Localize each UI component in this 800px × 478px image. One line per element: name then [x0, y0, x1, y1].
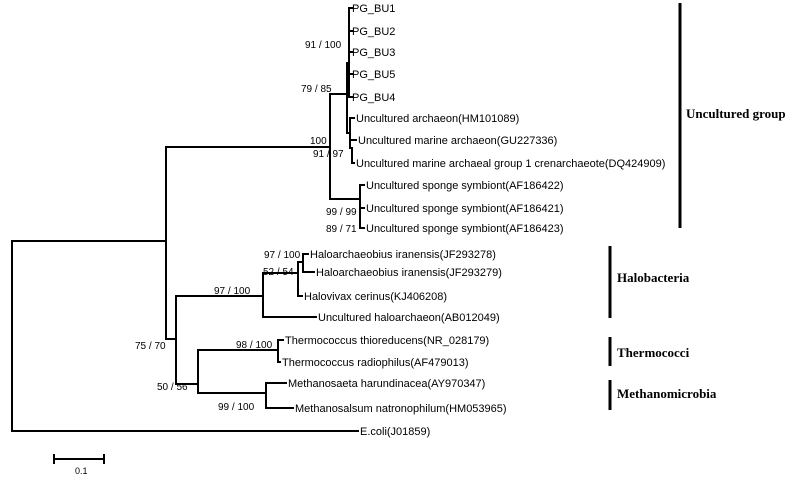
- group-annotations: Uncultured group Halobacteria Thermococc…: [608, 3, 786, 410]
- support-label: 89 / 71: [326, 224, 357, 235]
- taxon-hm101089: Uncultured archaeon(HM101089): [356, 113, 519, 125]
- support-label: 91 / 100: [305, 40, 342, 51]
- taxon-nr028179: Thermococcus thioreducens(NR_028179): [285, 335, 489, 347]
- scale-bar: 0.1: [53, 454, 105, 476]
- tree-branches: [11, 7, 365, 432]
- taxon-hm053965: Methanosalsum natronophilum(HM053965): [295, 403, 507, 415]
- support-label: 100: [310, 136, 327, 147]
- group-label-uncultured: Uncultured group: [686, 106, 786, 121]
- taxon-j01859: E.coli(J01859): [360, 426, 430, 438]
- taxon-ay970347: Methanosaeta harundinacea(AY970347): [288, 378, 485, 390]
- group-label-halobacteria: Halobacteria: [617, 270, 690, 285]
- taxon-dq424909: Uncultured marine archaeal group 1 crena…: [356, 158, 665, 170]
- support-label: 98 / 100: [236, 340, 273, 351]
- support-label: 52 / 54: [263, 267, 294, 278]
- taxon-pg-bu4: PG_BU4: [352, 92, 395, 104]
- taxon-jf293278: Haloarchaeobius iranensis(JF293278): [310, 249, 496, 261]
- support-values: 91 / 100 79 / 85 100 91 / 97 99 / 99 89 …: [135, 40, 357, 413]
- scale-bar-label: 0.1: [75, 466, 88, 476]
- taxon-af479013: Thermococcus radiophilus(AF479013): [282, 357, 468, 369]
- support-label: 97 / 100: [264, 250, 301, 261]
- taxon-jf293279: Haloarchaeobius iranensis(JF293279): [316, 267, 502, 279]
- support-label: 50 / 56: [157, 382, 188, 393]
- taxon-ab012049: Uncultured haloarchaeon(AB012049): [318, 312, 500, 324]
- support-label: 99 / 99: [326, 207, 357, 218]
- taxon-af186421: Uncultured sponge symbiont(AF186421): [366, 203, 564, 215]
- taxon-af186423: Uncultured sponge symbiont(AF186423): [366, 223, 564, 235]
- taxon-pg-bu1: PG_BU1: [352, 3, 395, 15]
- support-label: 97 / 100: [214, 286, 251, 297]
- taxon-pg-bu2: PG_BU2: [352, 26, 395, 38]
- group-label-methanomicrobia: Methanomicrobia: [617, 386, 717, 401]
- taxon-kj406208: Halovivax cerinus(KJ406208): [304, 291, 447, 303]
- taxon-labels: PG_BU1 PG_BU2 PG_BU3 PG_BU5 PG_BU4 Uncul…: [282, 3, 665, 438]
- taxon-pg-bu3: PG_BU3: [352, 47, 395, 59]
- taxon-pg-bu5: PG_BU5: [352, 69, 395, 81]
- support-label: 99 / 100: [218, 402, 255, 413]
- support-label: 79 / 85: [301, 84, 332, 95]
- support-label: 91 / 97: [313, 149, 344, 160]
- taxon-af186422: Uncultured sponge symbiont(AF186422): [366, 180, 564, 192]
- support-label: 75 / 70: [135, 341, 166, 352]
- group-label-thermococci: Thermococci: [617, 345, 690, 360]
- taxon-gu227336: Uncultured marine archaeon(GU227336): [358, 135, 557, 147]
